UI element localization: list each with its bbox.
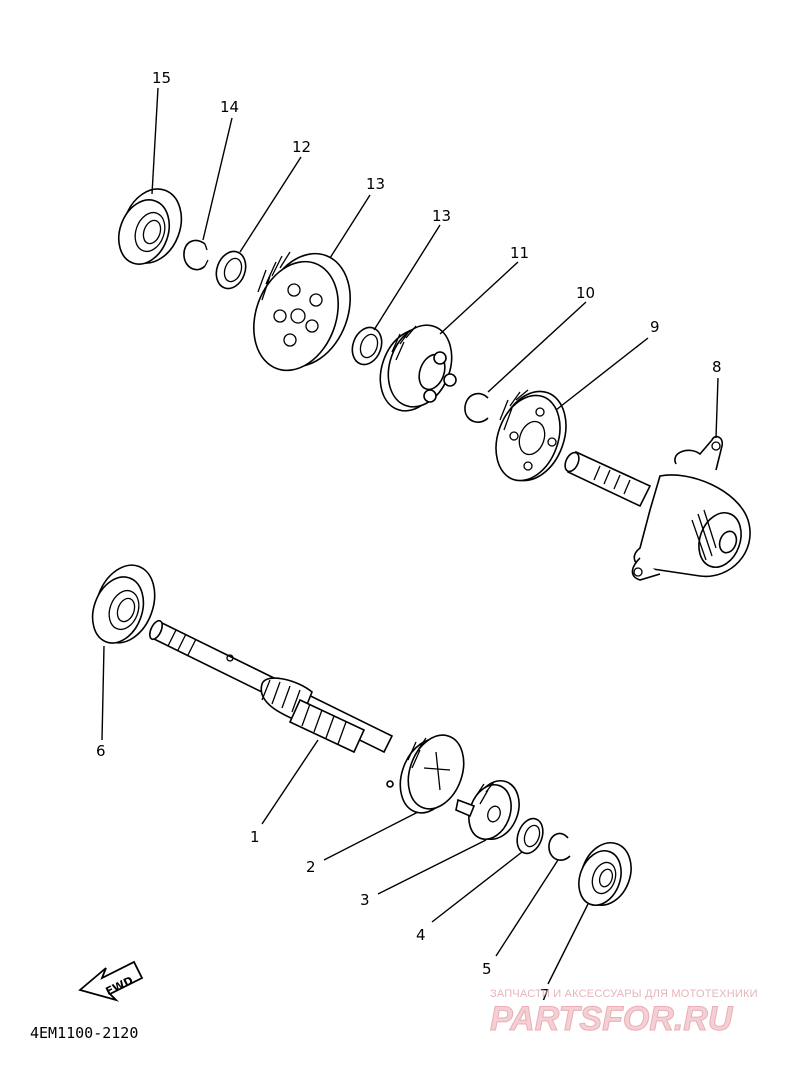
part-10-circlip <box>464 392 489 423</box>
watermark-brand: PARTSFOR.RU <box>490 1000 734 1038</box>
part-5-circlip <box>548 832 571 861</box>
leader-12a <box>239 156 302 253</box>
part-15-bearing <box>117 188 183 265</box>
label-4: 4 <box>416 926 426 944</box>
label-11: 11 <box>510 244 529 262</box>
label-10: 10 <box>576 284 595 302</box>
label-8: 8 <box>712 358 722 376</box>
leader-11 <box>439 261 519 335</box>
part-9-gear <box>495 389 567 482</box>
label-5: 5 <box>482 960 492 978</box>
leader-10 <box>487 301 587 393</box>
leader-4 <box>431 851 523 923</box>
leader-13 <box>329 194 371 259</box>
label-2: 2 <box>306 858 316 876</box>
leader-1 <box>261 739 319 825</box>
fwd-arrow-icon: FWD <box>78 960 144 1002</box>
leader-14 <box>202 117 233 241</box>
leader-2 <box>323 811 419 861</box>
part-4-washer <box>516 817 544 855</box>
label-12a: 12 <box>292 138 311 156</box>
leader-3 <box>377 839 487 895</box>
label-12b: 13 <box>432 207 451 225</box>
watermark-logo: ЗАПЧАСТИ И АКСЕССУАРЫ ДЛЯ МОТОТЕХНИКИ PA… <box>490 988 758 1039</box>
part-8-shaft-housing <box>564 435 751 581</box>
part-6-bearing <box>91 564 156 644</box>
watermark-tagline: ЗАПЧАСТИ И АКСЕССУАРЫ ДЛЯ МОТОТЕХНИКИ <box>490 988 758 1000</box>
label-9: 9 <box>650 318 660 336</box>
label-6: 6 <box>96 742 106 760</box>
leader-7 <box>547 903 589 985</box>
leader-9 <box>555 337 649 411</box>
part-1-main-shaft <box>149 619 394 754</box>
leader-15 <box>151 87 159 195</box>
label-15: 15 <box>152 69 171 87</box>
leader-5 <box>495 859 559 957</box>
part-3-gear <box>455 780 520 840</box>
label-7: 7 <box>540 986 550 1004</box>
label-14: 14 <box>220 98 239 116</box>
leader-12b <box>373 224 441 331</box>
label-13: 13 <box>366 175 385 193</box>
part-12-washer-upper <box>215 250 247 290</box>
part-12-washer-middle <box>351 326 383 366</box>
part-2-gear <box>386 734 465 814</box>
label-3: 3 <box>360 891 370 909</box>
part-14-circlip <box>183 239 209 271</box>
part-11-gear <box>379 324 457 412</box>
leader-6 <box>101 645 105 741</box>
part-13-large-gear <box>253 251 351 372</box>
part-7-bearing <box>578 842 632 906</box>
leader-8 <box>715 377 719 439</box>
diagram-code: 4EM1100-2120 <box>30 1024 138 1042</box>
label-1: 1 <box>250 828 260 846</box>
